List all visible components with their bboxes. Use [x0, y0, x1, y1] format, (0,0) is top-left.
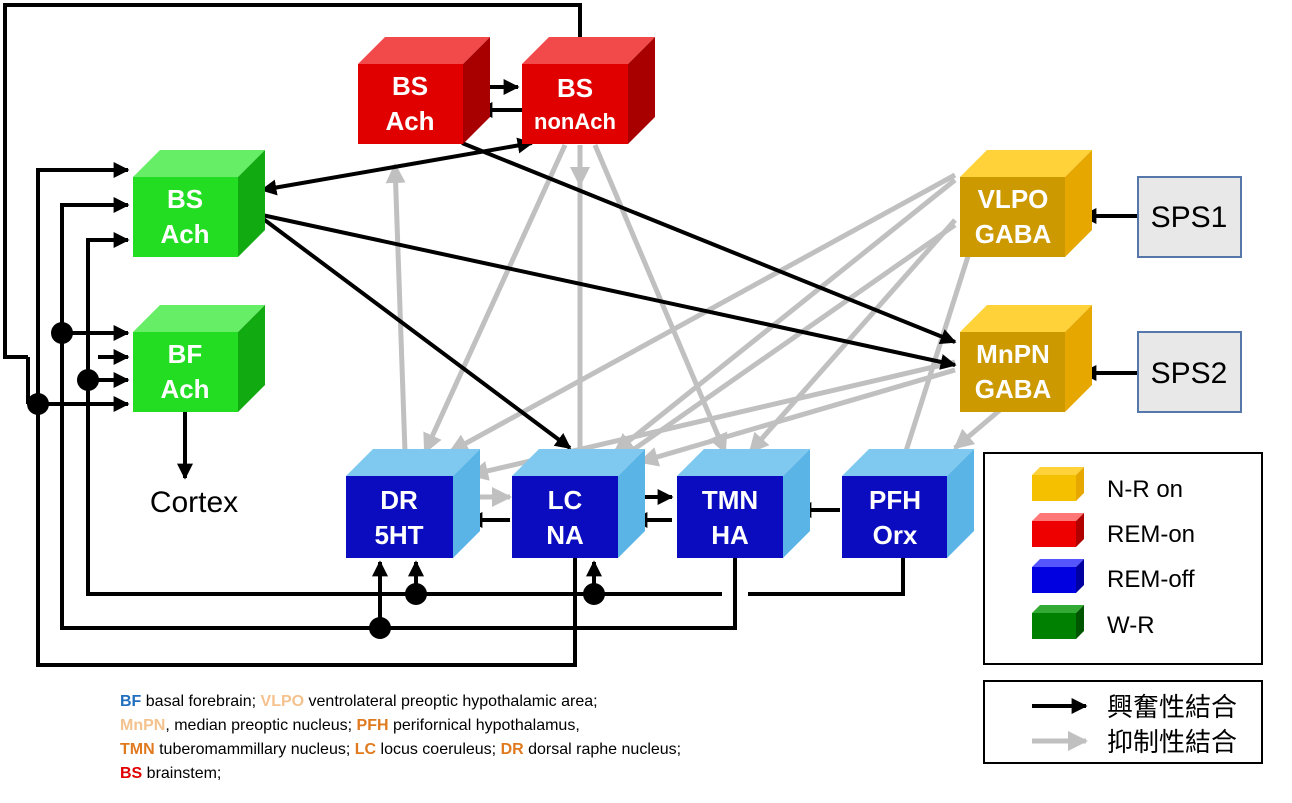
node-vlpo-line1: VLPO	[978, 184, 1049, 214]
bs-nonach-outer-line	[3, 3, 582, 359]
bs-ach-to-mnpn	[261, 213, 957, 370]
footnote-text: ventrolateral preoptic hypothalamic area…	[304, 693, 598, 710]
junction-dot	[27, 393, 49, 415]
legend-swatch-wr	[1032, 605, 1084, 639]
inhibitory-mnpn-to-pfh	[953, 408, 1002, 450]
inhibitory-mnpn-to-lc	[638, 367, 956, 467]
tmn-to-bs-ach-line	[60, 197, 737, 630]
node-mnpn-line1: MnPN	[976, 339, 1050, 369]
node-mnpn-line2: GABA	[975, 374, 1052, 404]
node-bf-ach-line2: Ach	[160, 374, 209, 404]
footnote-abbr: DR	[500, 741, 524, 758]
footnote-line: BS brainstem;	[120, 762, 681, 786]
legend-swatch-nr-on	[1032, 467, 1084, 501]
junction-dot	[51, 322, 73, 344]
inhibitory-dr-to-bs-ach	[385, 163, 408, 453]
legend-label-inhibitory: 抑制性結合	[1107, 727, 1237, 757]
node-dr-line1: DR	[380, 485, 418, 515]
footnote-line: TMN tuberomammillary nucleus; LC locus c…	[120, 738, 681, 762]
inhibitory-connections	[385, 143, 1002, 507]
footnote-abbr: LC	[354, 741, 377, 758]
inhibitory-lc-vlpo-line	[628, 222, 957, 455]
bs-ach-bs-nonach-bidirectional	[260, 137, 534, 196]
bs-ach-top-to-mnpn	[461, 141, 957, 345]
node-bs-nonach-line2: nonAch	[534, 109, 616, 134]
node-bs-ach-line2: Ach	[160, 219, 209, 249]
footnote-text: , median preoptic nucleus;	[165, 717, 357, 734]
inhibitory-bs-nonach-to-dr	[422, 143, 568, 454]
footnote-abbr: MnPN	[120, 717, 166, 734]
node-bs-ach-top-line2: Ach	[385, 106, 434, 136]
footnote-line: MnPN, median preoptic nucleus; PFH perif…	[120, 714, 681, 738]
legend-label-nr-on: N-R on	[1107, 476, 1183, 503]
node-bs-ach-line1: BS	[167, 184, 203, 214]
legend-categories: N-R on REM-on REM-off W-R	[983, 452, 1263, 665]
footnote-text: basal forebrain;	[141, 693, 261, 710]
inhibitory-bs-nonach-to-tmn	[592, 144, 728, 454]
node-pfh: PFH Orx	[842, 449, 974, 558]
node-lc: LC NA	[512, 449, 645, 558]
legend-connections: 興奮性結合 抑制性結合	[983, 680, 1263, 764]
junction-dot	[77, 369, 99, 391]
node-bs-nonach-line1: BS	[557, 73, 593, 103]
footnote-text: perifornical hypothalamus,	[388, 717, 580, 734]
node-tmn-line1: TMN	[702, 485, 758, 515]
node-dr: DR 5HT	[346, 449, 480, 558]
node-bf-ach-line1: BF	[168, 339, 203, 369]
node-lc-line1: LC	[548, 485, 583, 515]
junction-dot	[369, 617, 391, 639]
node-bs-nonach: BS nonAch	[522, 37, 655, 144]
footnote-abbr: TMN	[120, 741, 155, 758]
legend-swatch-rem-off	[1032, 559, 1084, 593]
bs-ach-to-lc	[260, 216, 572, 450]
cortex-label: Cortex	[150, 486, 238, 519]
footnote-text: locus coeruleus;	[376, 741, 501, 758]
footnote-abbr: BS	[120, 765, 143, 782]
node-tmn-line2: HA	[711, 520, 749, 550]
node-vlpo-line2: GABA	[975, 219, 1052, 249]
legend-swatch-rem-on	[1032, 513, 1084, 547]
inhibitory-vlpo-to-dr	[448, 172, 957, 455]
footnote-text: tuberomammillary nucleus;	[154, 741, 355, 758]
footnote-text: brainstem;	[142, 765, 222, 782]
footnote-abbr: VLPO	[260, 693, 305, 710]
node-pfh-line1: PFH	[869, 485, 921, 515]
pfh-bottom-line	[748, 558, 905, 596]
junction-dot	[405, 583, 427, 605]
junction-dot	[583, 583, 605, 605]
sps1-box: SPS1	[1137, 176, 1242, 258]
node-bs-ach: BS Ach	[133, 150, 265, 257]
inhibitory-vlpo-to-lc	[613, 178, 957, 454]
node-lc-line2: NA	[546, 520, 584, 550]
lc-to-bs-ach-line	[36, 162, 577, 667]
legend-label-excitatory: 興奮性結合	[1107, 692, 1237, 722]
footnote-text: dorsal raphe nucleus;	[523, 741, 682, 758]
node-bf-ach: BF Ach	[133, 305, 265, 412]
node-dr-line2: 5HT	[374, 520, 423, 550]
footnote-abbr: PFH	[356, 717, 389, 734]
abbreviation-footnotes: BF basal forebrain; VLPO ventrolateral p…	[120, 690, 681, 786]
sps2-box: SPS2	[1137, 331, 1242, 413]
node-pfh-line2: Orx	[873, 520, 918, 550]
footnote-line: BF basal forebrain; VLPO ventrolateral p…	[120, 690, 681, 714]
node-bs-ach-top: BS Ach	[358, 37, 490, 144]
node-vlpo: VLPO GABA	[960, 150, 1092, 257]
legend-label-rem-on: REM-on	[1107, 521, 1195, 548]
node-bs-ach-top-line1: BS	[392, 71, 428, 101]
legend-label-rem-off: REM-off	[1107, 566, 1195, 593]
sps1-label: SPS1	[1151, 201, 1228, 234]
node-tmn: TMN HA	[677, 449, 810, 558]
legend-label-wr: W-R	[1107, 612, 1155, 639]
inhibitory-vlpo-to-tmn	[748, 218, 957, 454]
junction-dots	[27, 322, 605, 639]
node-mnpn: MnPN GABA	[960, 305, 1092, 412]
sps2-label: SPS2	[1151, 357, 1228, 390]
footnote-abbr: BF	[120, 693, 142, 710]
